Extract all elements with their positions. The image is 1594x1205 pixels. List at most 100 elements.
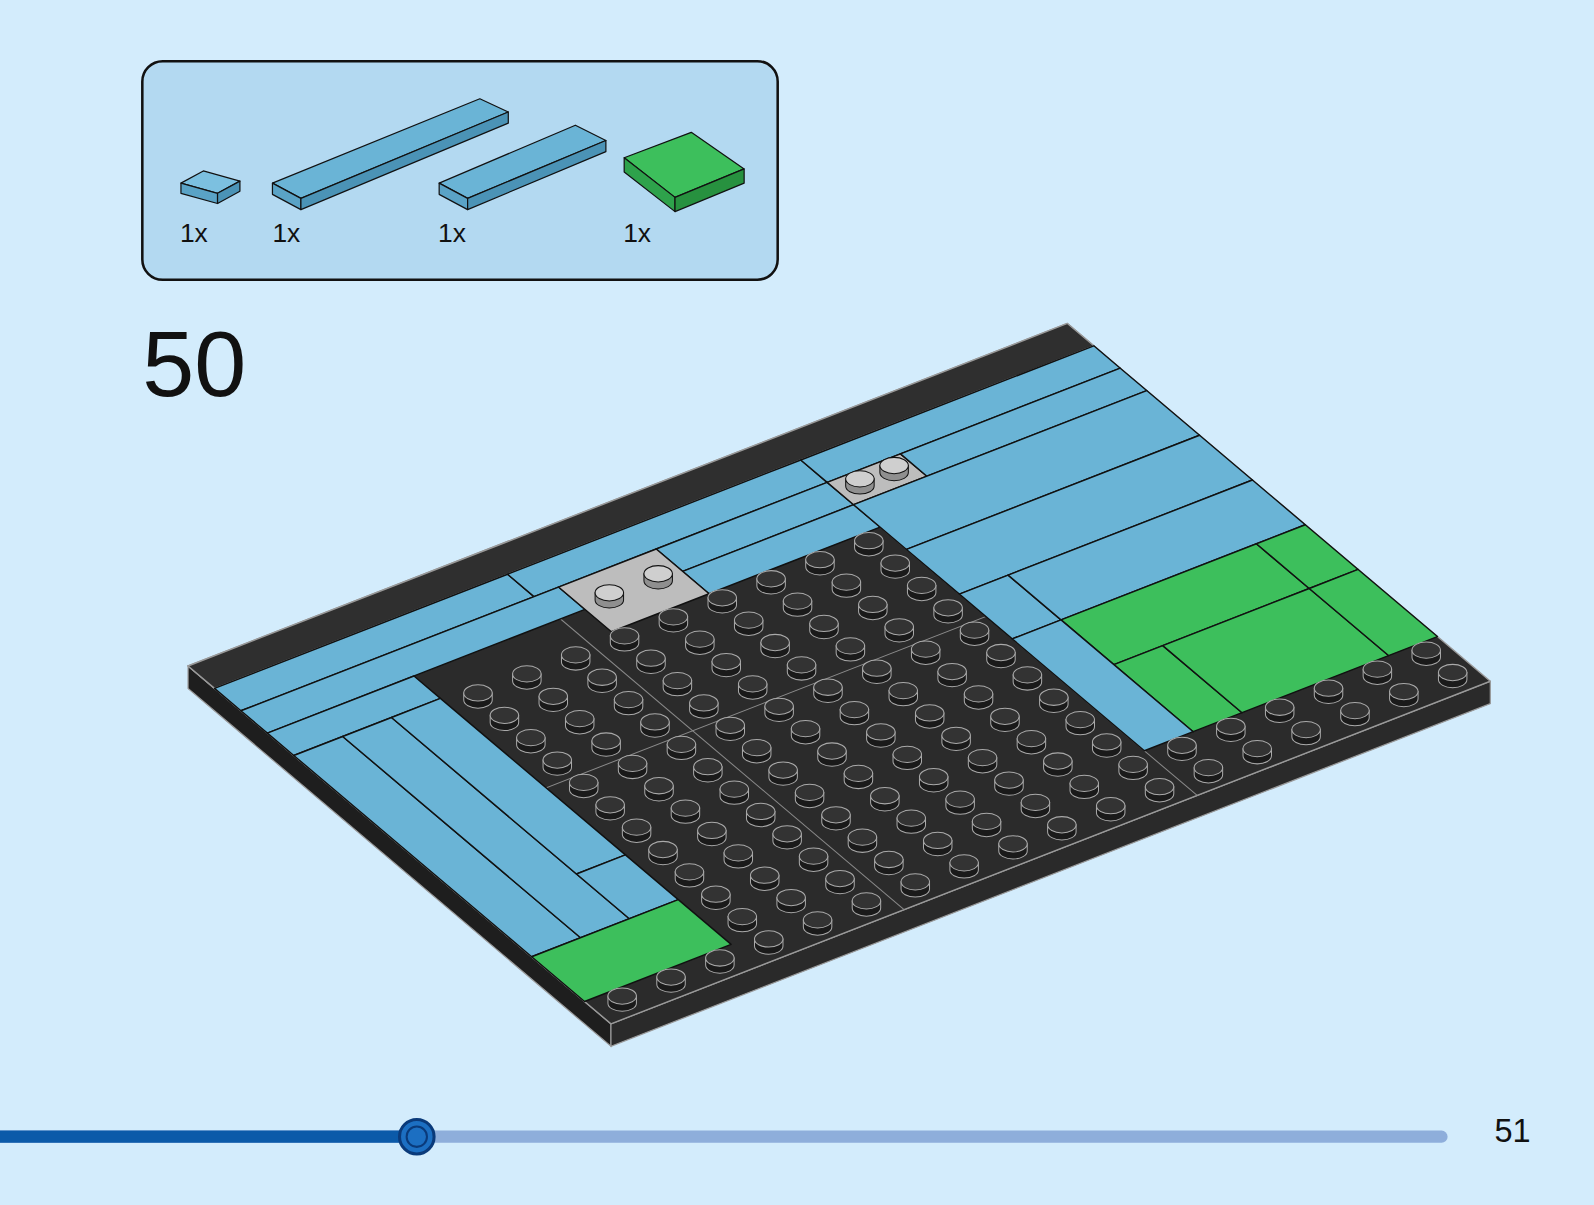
stud bbox=[618, 755, 646, 778]
stud bbox=[686, 631, 714, 654]
stud bbox=[871, 788, 899, 811]
progress-track bbox=[0, 1131, 1442, 1143]
stud-top bbox=[880, 457, 908, 473]
stud bbox=[644, 566, 672, 589]
stud bbox=[893, 746, 921, 769]
stud bbox=[659, 609, 687, 632]
stud-top bbox=[1341, 702, 1369, 718]
stud bbox=[1040, 689, 1068, 712]
stud bbox=[690, 695, 718, 718]
stud bbox=[728, 908, 756, 931]
stud-top bbox=[946, 791, 974, 807]
stud-top bbox=[746, 803, 774, 819]
stud bbox=[915, 705, 943, 728]
stud bbox=[1194, 760, 1222, 783]
stud-top bbox=[667, 736, 695, 752]
stud bbox=[1145, 779, 1173, 802]
stud bbox=[852, 893, 880, 916]
stud-top bbox=[826, 870, 854, 886]
stud-top bbox=[991, 708, 1019, 724]
stud-top bbox=[814, 679, 842, 695]
stud bbox=[960, 622, 988, 645]
green-tile bbox=[1309, 569, 1437, 655]
stud bbox=[907, 577, 935, 600]
stud-top bbox=[720, 781, 748, 797]
stud-top bbox=[950, 855, 978, 871]
stud-top bbox=[641, 714, 669, 730]
stud-top bbox=[610, 628, 638, 644]
stud bbox=[875, 851, 903, 874]
stud bbox=[987, 644, 1015, 667]
stud bbox=[569, 774, 597, 797]
stud bbox=[810, 615, 838, 638]
stud bbox=[889, 682, 917, 705]
stud-top bbox=[595, 585, 623, 601]
tile-side bbox=[675, 169, 744, 212]
stud-top bbox=[657, 969, 685, 985]
stud bbox=[1119, 756, 1147, 779]
stud-top bbox=[539, 688, 567, 704]
stud bbox=[1243, 741, 1271, 764]
stud bbox=[897, 810, 925, 833]
stud bbox=[706, 950, 734, 973]
stud bbox=[698, 822, 726, 845]
stud-top bbox=[859, 596, 887, 612]
stud-top bbox=[822, 807, 850, 823]
stud bbox=[716, 717, 744, 740]
tile-side bbox=[218, 181, 240, 203]
stud-top bbox=[1092, 734, 1120, 750]
stud-top bbox=[1119, 756, 1147, 772]
stud-top bbox=[644, 566, 672, 582]
stud-top bbox=[750, 867, 778, 883]
stud bbox=[814, 679, 842, 702]
stud-top bbox=[543, 752, 571, 768]
stud bbox=[595, 585, 623, 608]
gray-plate bbox=[559, 549, 710, 632]
stud-top bbox=[738, 676, 766, 692]
stud bbox=[608, 988, 636, 1011]
stud bbox=[846, 471, 874, 494]
stud bbox=[750, 867, 778, 890]
stud-top bbox=[686, 631, 714, 647]
stud-top bbox=[881, 555, 909, 571]
stud bbox=[592, 733, 620, 756]
stud-top bbox=[724, 845, 752, 861]
stud-top bbox=[1292, 721, 1320, 737]
stud-top bbox=[712, 653, 740, 669]
stud-top bbox=[836, 638, 864, 654]
stud bbox=[799, 848, 827, 871]
stud bbox=[746, 803, 774, 826]
stud-top bbox=[783, 593, 811, 609]
stud bbox=[657, 969, 685, 992]
stud bbox=[755, 931, 783, 954]
stud-top bbox=[702, 886, 730, 902]
stud-top bbox=[777, 889, 805, 905]
stud-top bbox=[995, 772, 1023, 788]
stud-top bbox=[671, 800, 699, 816]
stud-top bbox=[1066, 711, 1094, 727]
stud bbox=[840, 701, 868, 724]
stud bbox=[934, 600, 962, 623]
stud-top bbox=[871, 788, 899, 804]
stud bbox=[769, 762, 797, 785]
stud bbox=[991, 708, 1019, 731]
stud-top bbox=[1017, 731, 1045, 747]
stud bbox=[999, 836, 1027, 859]
stud-top bbox=[690, 695, 718, 711]
stud bbox=[950, 855, 978, 878]
stud bbox=[649, 841, 677, 864]
stud-top bbox=[907, 577, 935, 593]
stud-top bbox=[1070, 775, 1098, 791]
stud bbox=[539, 688, 567, 711]
stud-top bbox=[840, 701, 868, 717]
stud-top bbox=[517, 730, 545, 746]
stud bbox=[777, 889, 805, 912]
stud bbox=[818, 743, 846, 766]
stud bbox=[803, 912, 831, 935]
stud bbox=[832, 574, 860, 597]
stud-top bbox=[742, 740, 770, 756]
stud bbox=[596, 797, 624, 820]
stud bbox=[1017, 731, 1045, 754]
stud-top bbox=[614, 691, 642, 707]
